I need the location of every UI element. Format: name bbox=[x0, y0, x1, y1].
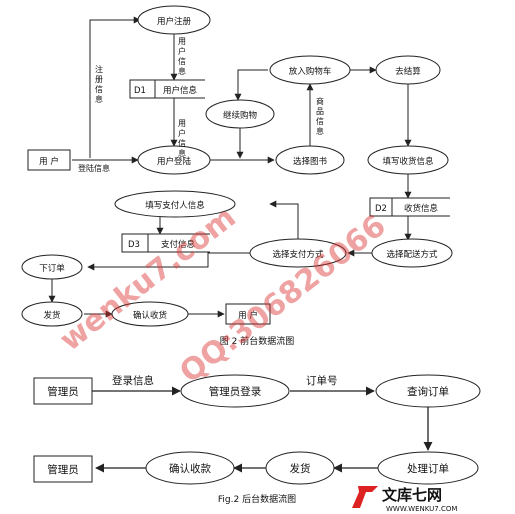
process-label: 选择配送方式 bbox=[386, 249, 438, 260]
process-fill-info: 填写收货信息 bbox=[367, 145, 449, 175]
vertical-label-char: 册 bbox=[95, 75, 103, 84]
vertical-label-char: 品 bbox=[316, 107, 324, 116]
label-goods-info-text: 商品信息 bbox=[316, 96, 324, 136]
process-place-order: 下订单 bbox=[21, 254, 83, 280]
entity-admin-left: 管理员 bbox=[33, 377, 93, 405]
diagram2-edges bbox=[92, 386, 433, 473]
store-name: 用户信息 bbox=[163, 85, 198, 96]
process-add-cart: 放入购物车 bbox=[269, 55, 351, 85]
vertical-label-char: 息 bbox=[178, 66, 186, 76]
process-user-register: 用户注册 bbox=[137, 5, 211, 35]
entity-label: 管理员 bbox=[47, 385, 79, 398]
logo-seven-icon bbox=[352, 486, 378, 508]
backend-dfd: 管理员 管理员登录 查询订单 处理订单 发货 确认收款 管理员 登录信息 订单号… bbox=[33, 374, 481, 505]
label-reg-info-text: 注册信息 bbox=[95, 64, 103, 104]
store-name: 支付信息 bbox=[161, 239, 196, 250]
process-label: 选择支付方式 bbox=[272, 249, 324, 260]
process-confirm-payment: 确认收款 bbox=[145, 451, 235, 485]
edge-user-to-register bbox=[89, 16, 141, 158]
entity-user-left: 用 户 bbox=[27, 149, 71, 171]
process-select-payment: 选择支付方式 bbox=[249, 238, 347, 268]
process-query-order: 查询订单 bbox=[375, 374, 481, 408]
process-label: 处理订单 bbox=[407, 463, 449, 475]
vertical-label-char: 注 bbox=[95, 64, 103, 74]
process-select-delivery: 选择配送方式 bbox=[371, 238, 453, 268]
process-continue-shopping: 继续购物 bbox=[205, 99, 275, 129]
label-user-info-bottom-text: 用户信息 bbox=[178, 119, 186, 158]
label-login-info: 登录信息 bbox=[112, 374, 154, 387]
label-reg-info: 注册信息 bbox=[95, 64, 103, 104]
label-user-info-bottom: 用户信息 bbox=[178, 119, 186, 158]
process-label: 填写支付人信息 bbox=[145, 200, 205, 211]
store-id: D3 bbox=[128, 240, 140, 250]
process-label: 用户注册 bbox=[157, 16, 192, 27]
edge-cart-to-continue bbox=[234, 69, 268, 101]
diagram1-edge-labels: 注册信息 用户信息 用户信息 登陆信息 商品信息 bbox=[78, 37, 324, 173]
vertical-label-char: 信 bbox=[95, 84, 103, 94]
process-label: 填写收货信息 bbox=[382, 156, 434, 167]
process-admin-login: 管理员登录 bbox=[180, 374, 290, 408]
logo-name: 文库七网 bbox=[382, 486, 442, 504]
process-fill-payer: 填写支付人信息 bbox=[114, 190, 236, 218]
label-order-no: 订单号 bbox=[306, 375, 338, 387]
process-label: 查询订单 bbox=[407, 385, 449, 398]
frontend-dfd: 用户注册 用户登陆 放入购物车 继续购物 选择图书 去结算 填写收货信息 选择 bbox=[21, 5, 453, 347]
process-label: 管理员登录 bbox=[209, 385, 262, 398]
process-label: 确认收款 bbox=[169, 462, 211, 475]
edge-payment-to-payer bbox=[269, 200, 299, 240]
vertical-label-char: 信 bbox=[316, 116, 324, 126]
vertical-label-char: 息 bbox=[178, 148, 186, 158]
vertical-label-char: 用 bbox=[178, 37, 186, 46]
vertical-label-char: 息 bbox=[95, 94, 103, 104]
process-label: 发货 bbox=[290, 462, 311, 475]
vertical-label-char: 户 bbox=[178, 128, 186, 138]
edge-payment-to-order bbox=[87, 252, 250, 271]
process-label: 选择图书 bbox=[293, 156, 328, 167]
process-process-order: 处理订单 bbox=[377, 451, 479, 485]
vertical-label-char: 用 bbox=[178, 119, 186, 128]
process-label: 用户登陆 bbox=[157, 156, 192, 167]
process-label: 下订单 bbox=[39, 263, 65, 274]
process-label: 确认收货 bbox=[133, 310, 168, 321]
store-d1: D1 用户信息 bbox=[129, 79, 205, 99]
entity-label: 用 户 bbox=[39, 156, 59, 167]
vertical-label-char: 商 bbox=[316, 96, 324, 106]
entity-label: 用 户 bbox=[238, 310, 258, 321]
entity-user-right: 用 户 bbox=[225, 303, 271, 325]
diagram2-caption: Fig.2 后台数据流图 bbox=[218, 493, 296, 505]
store-id: D2 bbox=[375, 204, 387, 214]
vertical-label-char: 信 bbox=[178, 138, 186, 148]
logo-url: WWW.WENKU7.COM bbox=[386, 505, 457, 513]
process-label: 发货 bbox=[43, 310, 61, 321]
entity-label: 管理员 bbox=[47, 463, 79, 476]
label-user-info-top-text: 用户信息 bbox=[178, 37, 186, 76]
process-label: 去结算 bbox=[395, 66, 421, 77]
vertical-label-char: 信 bbox=[178, 56, 186, 66]
store-d3: D3 支付信息 bbox=[121, 233, 210, 253]
store-name: 收货信息 bbox=[404, 203, 439, 214]
process-ship-backend: 发货 bbox=[265, 451, 335, 485]
process-label: 继续购物 bbox=[223, 110, 258, 121]
process-confirm-receipt: 确认收货 bbox=[111, 301, 189, 327]
store-d2: D2 收货信息 bbox=[369, 197, 450, 217]
entity-admin-bottom: 管理员 bbox=[33, 455, 93, 483]
store-id: D1 bbox=[134, 86, 146, 96]
label-login-info: 登陆信息 bbox=[78, 163, 110, 173]
process-user-login: 用户登陆 bbox=[137, 145, 211, 175]
site-logo: 文库七网 WWW.WENKU7.COM bbox=[352, 486, 457, 513]
diagram1-caption: 图 2 前台数据流图 bbox=[220, 335, 294, 347]
vertical-label-char: 息 bbox=[316, 126, 324, 136]
process-label: 放入购物车 bbox=[289, 66, 332, 77]
watermark: wenku7.com QQ:306826066 bbox=[53, 200, 392, 391]
label-goods-info: 商品信息 bbox=[316, 96, 324, 136]
diagram1-edges bbox=[48, 16, 412, 318]
process-ship: 发货 bbox=[21, 301, 83, 327]
process-checkout: 去结算 bbox=[375, 55, 441, 85]
label-user-info-top: 用户信息 bbox=[178, 37, 186, 76]
process-select-book: 选择图书 bbox=[275, 145, 345, 175]
vertical-label-char: 户 bbox=[178, 46, 186, 56]
